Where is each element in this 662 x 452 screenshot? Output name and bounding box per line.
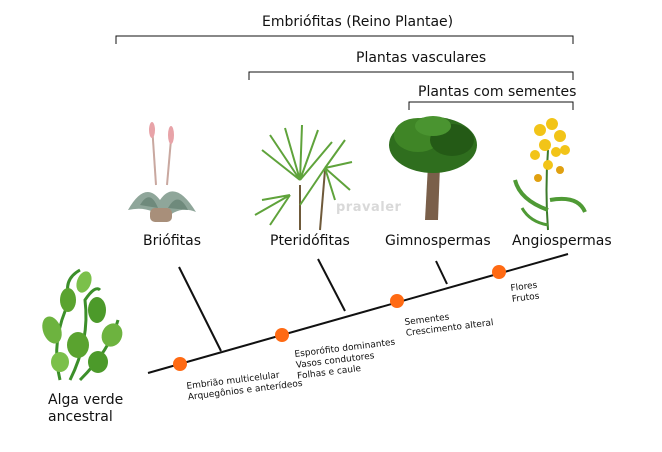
alga-verde-illustration xyxy=(39,269,126,380)
gimnospermas-illustration xyxy=(389,116,477,220)
node-4 xyxy=(492,265,506,279)
bracket-plantas-com-sementes xyxy=(409,102,573,110)
taxon-briofitas: Briófitas xyxy=(143,233,201,249)
node-2 xyxy=(275,328,289,342)
angiospermas-illustration xyxy=(515,118,585,230)
taxon-gimnospermas: Gimnospermas xyxy=(385,233,491,249)
watermark: pravaler xyxy=(336,200,401,215)
bracket-label-embriofitas: Embriófitas (Reino Plantae) xyxy=(262,14,453,30)
traits-node-4: Flores Frutos xyxy=(510,281,540,306)
taxon-pteridofitas: Pteridófitas xyxy=(270,233,350,249)
bracket-embriofitas xyxy=(116,36,573,44)
taxon-angiospermas: Angiospermas xyxy=(512,233,612,249)
branch-briofitas xyxy=(179,267,221,351)
branch-gimnospermas xyxy=(436,261,447,284)
bracket-label-plantas-vasculares: Plantas vasculares xyxy=(356,50,486,66)
bracket-label-plantas-com-sementes: Plantas com sementes xyxy=(418,84,576,100)
branch-pteridofitas xyxy=(318,259,345,311)
bracket-plantas-vasculares xyxy=(249,72,573,80)
node-3 xyxy=(390,294,404,308)
node-1 xyxy=(173,357,187,371)
ancestor-label: Alga verde ancestral xyxy=(48,392,138,426)
briofitas-illustration xyxy=(128,122,196,222)
